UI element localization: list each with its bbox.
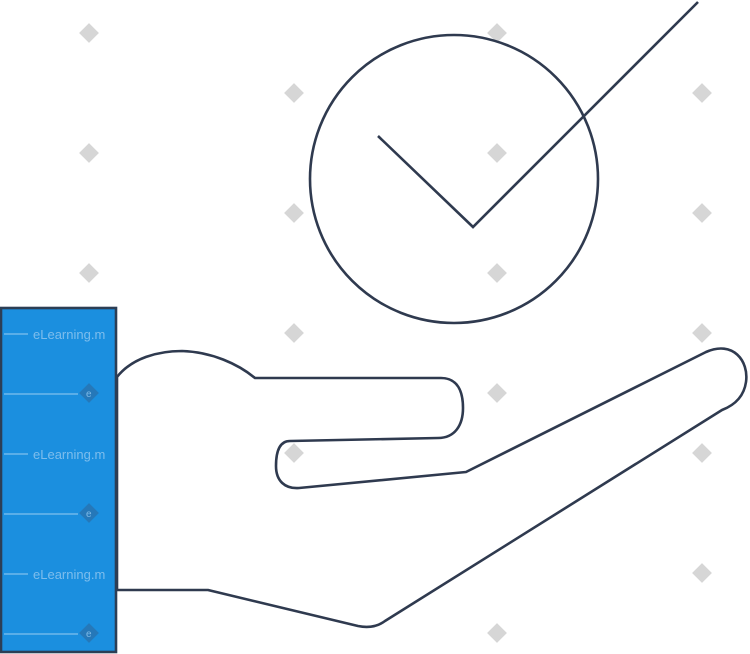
svg-text:e: e bbox=[86, 629, 92, 640]
watermark-diamond bbox=[284, 443, 304, 463]
open-hand-icon bbox=[115, 347, 748, 629]
watermark-text-group: eLearning.m eLearning.m eLearning.m bbox=[33, 327, 105, 582]
watermark-diamond bbox=[284, 323, 304, 343]
watermark-diamond bbox=[79, 143, 99, 163]
sleeve-cuff bbox=[0, 306, 118, 654]
watermark-badge: e bbox=[79, 383, 99, 403]
watermark-diamond bbox=[487, 263, 507, 283]
watermark-diamond bbox=[487, 623, 507, 643]
watermark-diamond bbox=[79, 263, 99, 283]
check-circle-icon bbox=[308, 33, 600, 325]
checkmark-icon bbox=[377, 1, 699, 229]
watermark-text: eLearning.m bbox=[33, 327, 105, 342]
watermark-diamond bbox=[692, 323, 712, 343]
watermark-diamond bbox=[79, 23, 99, 43]
watermark-diamond bbox=[487, 23, 507, 43]
watermark-diamond bbox=[692, 443, 712, 463]
watermark-diamond bbox=[284, 83, 304, 103]
watermark-lines bbox=[4, 333, 78, 635]
svg-text:e: e bbox=[86, 389, 92, 400]
watermark-diamond bbox=[487, 143, 507, 163]
watermark-diamond bbox=[487, 383, 507, 403]
watermark-diamond bbox=[284, 203, 304, 223]
watermark-text: eLearning.m bbox=[33, 447, 105, 462]
watermark-text: eLearning.m bbox=[33, 567, 105, 582]
svg-text:e: e bbox=[86, 509, 92, 520]
watermark-diamond bbox=[692, 203, 712, 223]
watermark-diamond bbox=[692, 83, 712, 103]
watermark-diamond bbox=[692, 563, 712, 583]
